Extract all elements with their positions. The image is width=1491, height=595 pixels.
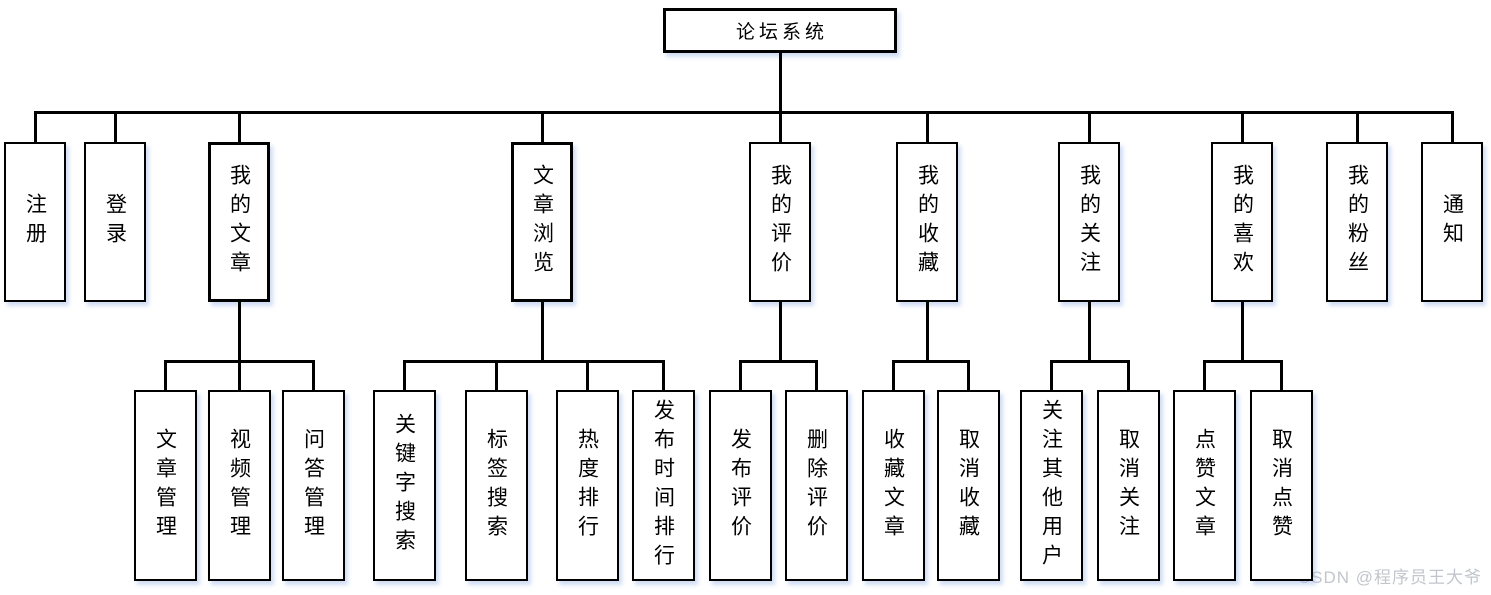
connector-line	[778, 53, 782, 114]
tree-node-l1-9: 通知	[1421, 142, 1483, 302]
tree-node-l2-7-1: 取消点赞	[1249, 390, 1313, 581]
connector-line	[1240, 302, 1244, 363]
tree-node-l1-5: 我的收藏	[896, 142, 958, 302]
connector-line	[1049, 361, 1053, 390]
connector-line	[1126, 361, 1130, 390]
tree-node-l1-2: 我的文章	[208, 142, 270, 302]
tree-node-l2-3-0: 关键字搜索	[372, 390, 436, 581]
tree-node-l1-1: 登录	[84, 142, 146, 302]
tree-node-l1-3: 文章浏览	[511, 142, 573, 302]
tree-node-root: 论坛系统	[663, 8, 897, 53]
tree-node-l2-3-2: 热度排行	[555, 390, 619, 581]
connector-line	[163, 361, 167, 390]
connector-line	[494, 361, 498, 390]
connector-line	[1087, 112, 1091, 142]
connector-line	[585, 361, 589, 390]
connector-line	[1087, 302, 1091, 363]
connector-line	[237, 361, 241, 390]
connector-line	[738, 361, 742, 390]
tree-node-l2-4-1: 删除评价	[784, 390, 848, 581]
connector-line	[113, 112, 117, 142]
tree-node-l1-8: 我的粉丝	[1326, 142, 1388, 302]
connector-line	[540, 302, 544, 363]
tree-node-l2-7-0: 点赞文章	[1172, 390, 1236, 581]
connector-line	[237, 302, 241, 363]
connector-line	[1450, 112, 1454, 142]
connector-line	[1202, 359, 1283, 363]
tree-node-l2-2-1: 视频管理	[207, 390, 271, 581]
tree-node-l2-4-0: 发布评价	[708, 390, 772, 581]
csdn-watermark: CSDN @程序员王大爷	[1297, 568, 1482, 587]
connector-line	[402, 359, 665, 363]
connector-line	[237, 112, 241, 142]
connector-line	[661, 361, 665, 390]
connector-line	[738, 359, 818, 363]
connector-line	[1202, 361, 1206, 390]
tree-node-l1-7: 我的喜欢	[1211, 142, 1273, 302]
connector-line	[1240, 112, 1244, 142]
connector-line	[1279, 361, 1283, 390]
connector-line	[33, 112, 37, 142]
connector-line	[402, 361, 406, 390]
connector-line	[925, 112, 929, 142]
tree-node-l2-6-0: 关注其他用户	[1019, 390, 1083, 581]
tree-node-l2-5-0: 收藏文章	[861, 390, 925, 581]
connector-line	[891, 361, 895, 390]
connector-line	[311, 361, 315, 390]
connector-line	[814, 361, 818, 390]
connector-line	[1355, 112, 1359, 142]
tree-node-l1-6: 我的关注	[1058, 142, 1120, 302]
connector-line	[540, 112, 544, 142]
connector-line	[891, 359, 970, 363]
connector-line	[778, 302, 782, 363]
tree-node-l2-3-1: 标签搜索	[464, 390, 528, 581]
connector-line	[925, 302, 929, 363]
tree-node-l1-4: 我的评价	[749, 142, 811, 302]
tree-node-l2-5-1: 取消收藏	[936, 390, 1000, 581]
tree-node-l1-0: 注册	[4, 142, 66, 302]
connector-line	[33, 110, 1454, 114]
connector-line	[778, 112, 782, 142]
tree-node-l2-3-3: 发布时间排行	[631, 390, 695, 581]
tree-node-l2-2-0: 文章管理	[133, 390, 197, 581]
tree-node-l2-2-2: 问答管理	[281, 390, 345, 581]
tree-node-l2-6-1: 取消关注	[1096, 390, 1160, 581]
connector-line	[966, 361, 970, 390]
connector-line	[1049, 359, 1130, 363]
